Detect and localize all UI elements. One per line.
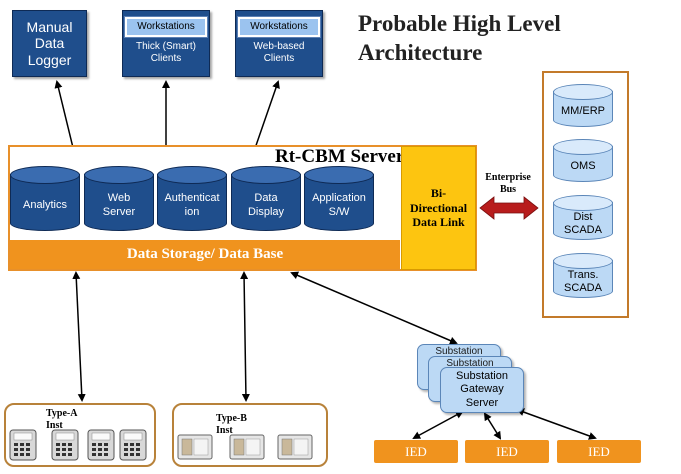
ied-box-1: IED xyxy=(374,440,458,463)
workstation-thick-label: Workstations xyxy=(124,16,208,38)
arrow-gateway-ied2 xyxy=(483,412,502,440)
bidirectional-link-box: Bi-Directional Data Link xyxy=(401,146,476,270)
type-b-devices xyxy=(177,434,313,460)
ied-box-2: IED xyxy=(465,440,549,463)
enterprise-trans-scada-label: Trans. SCADA xyxy=(564,268,602,294)
type-b-device-3 xyxy=(277,434,313,460)
workstation-web-label: Workstations xyxy=(237,16,321,38)
data-storage-bar: Data Storage/ Data Base xyxy=(10,240,400,269)
module-data-display-label: Data Display xyxy=(247,192,285,218)
type-a-device-1 xyxy=(9,429,37,461)
type-b-device-2 xyxy=(229,434,265,460)
data-storage-label: Data Storage/ Data Base xyxy=(126,246,284,262)
substation-back-label: Substation xyxy=(435,346,483,357)
module-authentication: Authenticat ion xyxy=(157,166,227,231)
module-data-display: Data Display xyxy=(231,166,301,231)
ied-label-3: IED xyxy=(588,443,610,459)
arrow-storage-typeB xyxy=(240,271,250,402)
module-application: Application S/W xyxy=(304,166,374,231)
rtcbm-server-title: Rt-CBM Server xyxy=(275,146,405,167)
module-analytics-label: Analytics xyxy=(22,198,68,211)
workstation-web-box: Workstations Web-based Clients xyxy=(235,10,323,77)
type-a-device-4 xyxy=(119,429,147,461)
module-application-label: Application S/W xyxy=(312,192,366,218)
substation-gateway-label: Substation Gateway Server xyxy=(456,370,508,409)
ied-box-3: IED xyxy=(557,440,641,463)
arrow-gateway-ied1 xyxy=(412,411,464,439)
type-a-device-3 xyxy=(87,429,115,461)
type-a-devices xyxy=(9,429,147,461)
arrow-storage-typeA xyxy=(72,271,86,402)
ied-label-1: IED xyxy=(405,443,427,459)
workstation-web-sub: Web-based Clients xyxy=(253,41,305,64)
module-authentication-label: Authenticat ion xyxy=(164,192,220,218)
enterprise-oms: OMS xyxy=(553,139,613,182)
enterprise-trans-scada: Trans. SCADA xyxy=(553,253,613,298)
type-b-label: Type-B Inst xyxy=(216,413,247,436)
enterprise-bus-arrow xyxy=(479,196,539,220)
manual-data-logger-label: Manual Data Logger xyxy=(26,19,73,68)
substation-gateway-server: Substation Gateway Server xyxy=(440,367,524,413)
workstation-thick-box: Workstations Thick (Smart) Clients xyxy=(122,10,210,77)
enterprise-oms-label: OMS xyxy=(570,160,596,173)
module-web-server-label: Web Server xyxy=(102,192,136,218)
substation-mid-label: Substation xyxy=(446,358,494,369)
title-line-2: Architecture xyxy=(358,39,483,65)
type-b-device-1 xyxy=(177,434,213,460)
ied-label-2: IED xyxy=(496,443,518,459)
arrow-gateway-ied3 xyxy=(516,408,597,440)
type-a-device-2 xyxy=(51,429,79,461)
enterprise-dist-scada-label: Dist SCADA xyxy=(564,210,602,236)
title-line-1: Probable High Level xyxy=(358,11,561,36)
workstation-thick-sub: Thick (Smart) Clients xyxy=(136,41,196,64)
module-web-server: Web Server xyxy=(84,166,154,231)
enterprise-mm-erp-label: MM/ERP xyxy=(561,105,605,118)
manual-data-logger-box: Manual Data Logger xyxy=(12,10,87,77)
enterprise-mm-erp: MM/ERP xyxy=(553,84,613,127)
diagram-title: Probable High Level Architecture xyxy=(358,10,658,68)
arrow-storage-substation xyxy=(290,271,458,345)
enterprise-bus-label: Enterprise Bus xyxy=(485,172,531,195)
arrow-web-server xyxy=(250,80,280,159)
enterprise-dist-scada: Dist SCADA xyxy=(553,195,613,240)
bidirectional-link-label: Bi-Directional Data Link xyxy=(409,186,468,230)
type-a-label: Type-A Inst xyxy=(46,408,77,431)
module-analytics: Analytics xyxy=(10,166,80,231)
